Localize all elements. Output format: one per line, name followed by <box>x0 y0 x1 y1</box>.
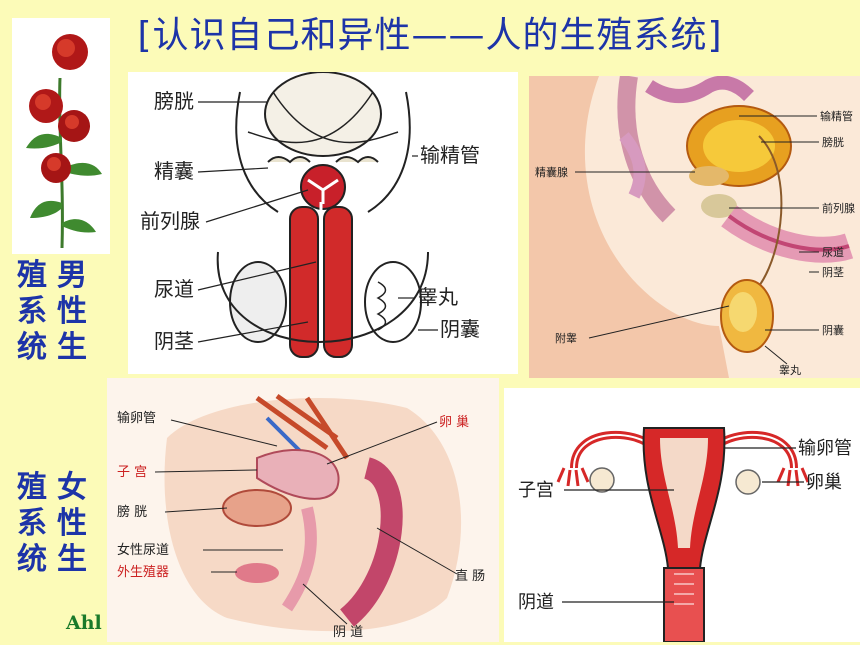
label-char: 殖 <box>17 258 47 293</box>
label-bladder: 膀 胱 <box>117 504 147 520</box>
label-urethra: 尿道 <box>154 277 194 301</box>
label-char: 性 <box>57 506 87 541</box>
label-ovary: 卵巢 <box>806 472 842 493</box>
label-prostate: 前列腺 <box>822 201 855 215</box>
label-char: 殖 <box>17 470 47 505</box>
label-uterus: 子宫 <box>518 480 554 501</box>
label-char: 系 <box>17 294 47 329</box>
label-uterus: 子 宫 <box>117 465 147 480</box>
male-system-label: 殖系统 男性生 <box>12 258 102 366</box>
label-epididymis: 附睾 <box>555 331 577 345</box>
label-bladder: 膀胱 <box>822 135 844 149</box>
male-side-diagram: 输精管 膀胱 精囊腺 前列腺 尿道 阴茎 附睾 阴囊 睾丸 <box>529 76 860 378</box>
label-char: 统 <box>17 330 47 365</box>
rose-decoration <box>12 18 110 254</box>
label-char: 性 <box>57 294 87 329</box>
label-scrotum: 阴囊 <box>440 317 480 341</box>
label-penis: 阴茎 <box>822 266 844 279</box>
male-front-diagram: 膀胱 精囊 输精管 前列腺 尿道 睾丸 阴茎 阴囊 <box>128 72 518 374</box>
label-vas-deferens: 输精管 <box>420 143 480 167</box>
female-side-diagram: 输卵管 卵 巢 子 宫 膀 胱 女性尿道 外生殖器 直 肠 阴 道 <box>107 378 499 642</box>
label-testis: 睾丸 <box>418 285 458 309</box>
label-char: 女 <box>57 470 87 505</box>
label-char: 生 <box>57 542 87 577</box>
label-external-genitalia: 外生殖器 <box>117 564 169 580</box>
label-scrotum: 阴囊 <box>822 323 844 337</box>
label-oviduct: 输卵管 <box>117 410 156 426</box>
female-front-diagram: 输卵管 子宫 卵巢 阴道 <box>504 388 860 642</box>
label-char: 男 <box>57 258 87 293</box>
footer-text: Ahl <box>66 612 102 634</box>
label-vagina: 阴道 <box>518 592 554 613</box>
label-urethra: 尿道 <box>822 245 844 259</box>
female-system-label: 殖系统 女性生 <box>12 470 102 578</box>
label-oviduct: 输卵管 <box>798 438 852 459</box>
label-vas-deferens: 输精管 <box>820 109 853 123</box>
label-char: 生 <box>57 330 87 365</box>
label-seminal-vesicle: 精囊腺 <box>535 165 568 179</box>
label-testis: 睾丸 <box>779 363 801 377</box>
label-prostate: 前列腺 <box>140 209 200 233</box>
label-char: 系 <box>17 506 47 541</box>
label-vagina: 阴 道 <box>333 625 363 640</box>
label-ovary: 卵 巢 <box>439 415 469 430</box>
label-bladder: 膀胱 <box>154 89 194 113</box>
label-seminal-vesicle: 精囊 <box>154 159 194 183</box>
label-rectum: 直 肠 <box>455 569 485 584</box>
label-char: 统 <box>17 542 47 577</box>
page-title: [认识自己和异性——人的生殖系统] <box>137 15 723 56</box>
label-penis: 阴茎 <box>154 329 194 353</box>
label-urethra: 女性尿道 <box>117 542 169 558</box>
